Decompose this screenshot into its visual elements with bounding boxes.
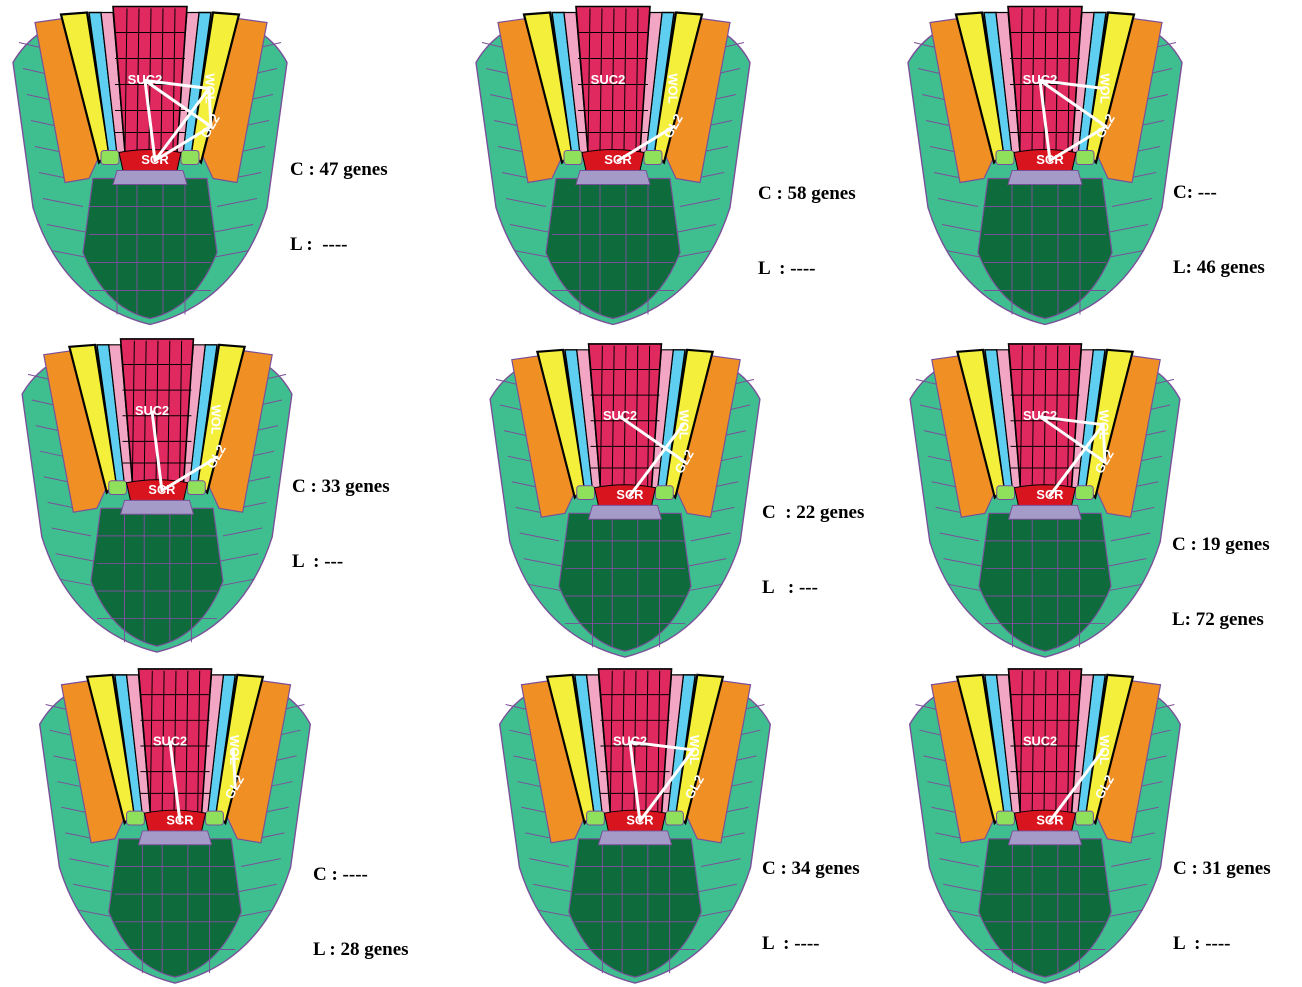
quiescent-center [113,171,187,185]
root-diagram-9: SUC2WOLGL2SCR [900,665,1190,986]
quiescent-center [1008,171,1082,185]
label-scr: SCR [148,482,175,497]
quiescent-center [121,500,194,514]
root-diagram-5: SUC2WOLGL2SCR [480,340,770,660]
root-diagram-2: SUC2WOLGL2SCR [468,0,758,330]
root-diagram-8: SUC2WOLGL2SCR [490,665,780,986]
caption-2-l: L : ---- [758,256,856,281]
root-panel-7: SUC2WOLGL2SCR [30,665,320,986]
caption-6: C : 19 genes L: 72 genes [1172,482,1270,657]
label-suc2: SUC2 [135,403,169,418]
label-suc2: SUC2 [128,72,163,87]
caption-1-c: C : 47 genes [290,157,388,182]
quiescent-center [1009,505,1082,519]
caption-7-l: L : 28 genes [313,937,409,962]
root-panel-4: SUC2WOLGL2SCR [12,335,302,655]
label-suc2: SUC2 [603,408,637,423]
quiescent-center [138,831,211,845]
label-wol: WOL [203,73,218,103]
label-suc2: SUC2 [591,72,626,87]
root-panel-8: SUC2WOLGL2SCR [490,665,780,986]
label-wol: WOL [1097,410,1112,440]
root-panel-5: SUC2WOLGL2SCR [480,340,770,660]
caption-9-c: C : 31 genes [1173,856,1271,881]
label-suc2: SUC2 [613,733,647,748]
caption-7: C : ---- L : 28 genes [313,812,409,987]
label-scr: SCR [1036,812,1063,827]
label-scr: SCR [604,152,632,167]
label-scr: SCR [1036,487,1063,502]
quiescent-center [589,505,662,519]
caption-3-c: C: --- [1173,180,1265,205]
caption-2: C : 58 genes L : ---- [758,131,856,306]
label-wol: WOL [209,405,224,435]
caption-4-l: L : --- [292,549,390,574]
caption-8: C : 34 genes L : ---- [762,806,860,981]
label-scr: SCR [616,487,643,502]
root-diagram-7: SUC2WOLGL2SCR [30,665,320,986]
caption-5-c: C : 22 genes [762,500,864,525]
caption-6-c: C : 19 genes [1172,532,1270,557]
caption-3-l: L: 46 genes [1173,255,1265,280]
root-panel-9: SUC2WOLGL2SCR [900,665,1190,986]
quiescent-center [598,831,671,845]
caption-8-l: L : ---- [762,931,860,956]
root-diagram-4: SUC2WOLGL2SCR [12,335,302,655]
caption-3: C: --- L: 46 genes [1173,130,1265,305]
label-suc2: SUC2 [153,733,187,748]
label-scr: SCR [166,812,193,827]
label-suc2: SUC2 [1023,72,1058,87]
caption-8-c: C : 34 genes [762,856,860,881]
label-wol: WOL [687,735,702,765]
caption-4: C : 33 genes L : --- [292,424,390,599]
label-suc2: SUC2 [1023,408,1057,423]
root-panel-1: SUC2WOLGL2SCR [5,0,295,330]
label-scr: SCR [626,812,653,827]
caption-9-l: L : ---- [1173,931,1271,956]
quiescent-center [1008,831,1081,845]
caption-5: C : 22 genes L : --- [762,450,864,625]
quiescent-center [576,171,650,185]
caption-4-c: C : 33 genes [292,474,390,499]
root-diagram-6: SUC2WOLGL2SCR [900,340,1190,660]
root-panel-3: SUC2WOLGL2SCR [900,0,1190,330]
caption-7-c: C : ---- [313,862,409,887]
caption-5-l: L : --- [762,575,864,600]
caption-1: C : 47 genes L : ---- [290,107,388,282]
caption-9: C : 31 genes L : ---- [1173,806,1271,981]
root-panel-2: SUC2WOLGL2SCR [468,0,758,330]
label-wol: WOL [227,735,242,765]
label-wol: WOL [1098,73,1113,103]
label-scr: SCR [141,152,169,167]
root-diagram-3: SUC2WOLGL2SCR [900,0,1190,330]
caption-6-l: L: 72 genes [1172,607,1270,632]
label-wol: WOL [677,410,692,440]
root-panel-6: SUC2WOLGL2SCR [900,340,1190,660]
label-suc2: SUC2 [1023,733,1057,748]
caption-2-c: C : 58 genes [758,181,856,206]
label-scr: SCR [1036,152,1064,167]
label-wol: WOL [666,73,681,103]
label-wol: WOL [1097,735,1112,765]
caption-1-l: L : ---- [290,232,388,257]
root-diagram-1: SUC2WOLGL2SCR [5,0,295,330]
